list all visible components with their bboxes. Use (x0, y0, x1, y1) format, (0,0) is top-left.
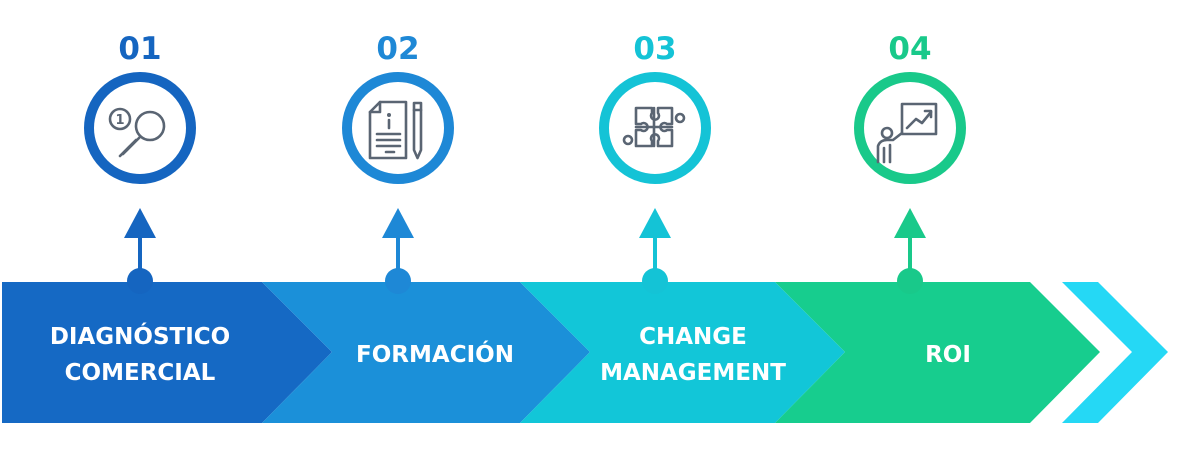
step-ring (854, 72, 966, 184)
step-ring (342, 72, 454, 184)
step-number: 03 (633, 31, 676, 67)
step-label-line: MANAGEMENT (600, 360, 786, 386)
connector-dot (127, 268, 153, 294)
document-pen-icon (368, 100, 423, 160)
search-info-icon: 1 (108, 107, 166, 158)
step-number: 01 (118, 31, 161, 67)
band-segment-4 (775, 282, 1100, 423)
step-4: 04 ROI (854, 31, 971, 368)
process-band (2, 282, 1168, 423)
step-label-line: DIAGNÓSTICO (50, 322, 230, 350)
step-number: 02 (376, 31, 419, 67)
step-ring (84, 72, 196, 184)
step-number: 04 (888, 31, 931, 67)
connector-dot (385, 268, 411, 294)
step-label-line: FORMACIÓN (356, 340, 514, 368)
step-label-line: ROI (925, 342, 971, 368)
chevron-right-icon (1062, 282, 1168, 423)
connector-arrowhead (639, 208, 671, 238)
connector-dot (897, 268, 923, 294)
puzzle-icon (622, 106, 686, 148)
svg-text:1: 1 (115, 113, 124, 128)
step-label-line: CHANGE (639, 324, 747, 350)
step-3: 03 CHANGE MANAGEMENT (599, 31, 786, 386)
step-2: 02 FORMACIÓN (342, 31, 514, 368)
connector-arrowhead (382, 208, 414, 238)
presentation-growth-icon (876, 102, 938, 164)
step-1: 01 1 DIAGNÓSTICO COMERCIAL (50, 31, 230, 386)
connector-arrowhead (894, 208, 926, 238)
band-segment-1 (2, 282, 332, 423)
connector-dot (642, 268, 668, 294)
connector-arrowhead (124, 208, 156, 238)
band-segment-2 (262, 282, 590, 423)
band-segment-3 (520, 282, 845, 423)
step-label-line: COMERCIAL (65, 360, 216, 386)
